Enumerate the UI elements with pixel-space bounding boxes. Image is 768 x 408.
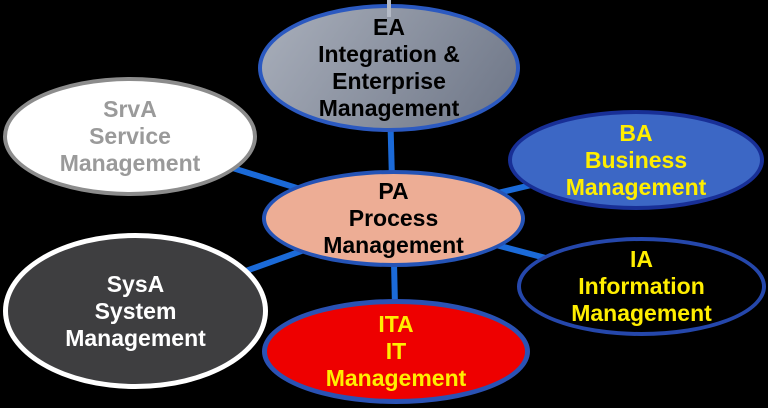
node-ea-line-1: Integration & (318, 41, 460, 67)
node-ba-abbr: BA (619, 119, 653, 146)
node-ea-integration-enterprise-management: EA Integration & Enterprise Management (258, 4, 520, 132)
node-ita-abbr: ITA (378, 311, 414, 337)
node-ita-line-1: IT (385, 338, 407, 364)
node-srva-line-1: Service (89, 123, 171, 149)
node-srva-line-2: Management (59, 150, 201, 176)
node-ea-abbr: EA (373, 14, 405, 40)
node-ia-abbr: IA (630, 246, 653, 272)
node-ea-line-2: Enterprise (332, 68, 446, 94)
node-ita-line-2: Management (325, 365, 467, 391)
node-sysa-abbr: SysA (106, 270, 165, 297)
node-sysa-line-1: System (94, 297, 177, 324)
node-ita-it-management: ITA IT Management (262, 299, 530, 404)
node-ea-line-3: Management (318, 95, 460, 121)
node-sysa-system-management: SysA System Management (3, 233, 268, 389)
node-ia-line-1: Information (578, 273, 705, 299)
node-ba-line-2: Management (565, 173, 707, 200)
node-sysa-line-2: Management (65, 324, 206, 351)
node-srva-abbr: SrvA (103, 96, 157, 122)
node-pa-abbr: PA (378, 178, 409, 204)
node-pa-line-1: Process (348, 205, 439, 231)
node-ia-line-2: Management (571, 300, 712, 326)
node-ia-information-management: IA Information Management (517, 237, 766, 336)
node-pa-process-management: PA Process Management (262, 170, 525, 267)
node-ba-business-management: BA Business Management (508, 110, 764, 210)
node-pa-line-2: Management (323, 232, 464, 258)
node-ba-line-1: Business (584, 146, 688, 173)
node-srva-service-management: SrvA Service Management (3, 77, 257, 196)
